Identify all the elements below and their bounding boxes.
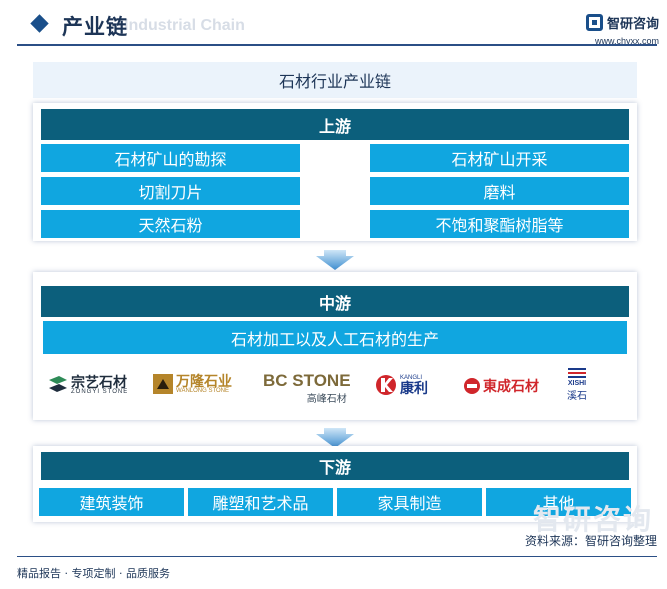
dongcheng-mark-icon [464,378,480,394]
logo-en: WANLONG STONE [176,388,230,394]
brand-logo-icon [585,14,603,31]
midstream-title: 中游 [41,286,629,317]
logo-en: XISHI [567,380,587,387]
upstream-right-item: 磨料 [370,177,629,205]
zongyi-mark-icon [49,376,67,392]
brand-url: www.chyxx.com [594,36,659,46]
header-divider [17,44,657,46]
watermark: 智研咨询 [532,503,653,536]
upstream-right-item: 石材矿山开采 [370,144,629,172]
downstream-panel: 下游 建筑装饰 雕塑和艺术品 家具制造 其他 [33,446,637,522]
downstream-item: 其他 [486,488,631,516]
footer-tagline: 精品报告 · 专项定制 · 品质服务 [17,567,170,580]
logo-cn: 高峰石材 [306,394,347,405]
source-note: 资料来源：智研咨询整理 [524,534,657,548]
logo-cn: 宗艺石材 [71,374,127,390]
upstream-left-item: 切割刀片 [41,177,300,205]
downstream-item: 建筑装饰 [39,488,184,516]
upstream-panel: 上游 石材矿山的勘探 切割刀片 天然石粉 石材矿山开采 磨料 不饱和聚酯树脂等 [33,103,637,241]
header-diamond-icon [30,14,49,33]
logo-en: ZONGYI STONE [71,389,129,395]
diagram-title: 石材行业产业链 [33,62,637,98]
brand-name: 智研咨询 [606,17,659,32]
logo-zongyi: 宗艺石材 ZONGYI STONE [47,374,128,396]
logo-cn: 溪石 [567,391,587,402]
logo-wanlong: 万隆石业 WANLONG STONE [153,374,232,394]
upstream-left-item: 天然石粉 [41,210,300,238]
logo-xishi: XISHI 溪石 [567,368,587,402]
upstream-right-item: 不饱和聚酯树脂等 [370,210,629,238]
xishi-mark-icon [568,368,586,378]
kangli-mark-icon [376,375,396,395]
midstream-panel: 中游 石材加工以及人工石材的生产 宗艺石材 ZONGYI STONE 万隆石业 … [33,272,637,420]
logo-cn: 万隆石业 [176,373,232,389]
footer-divider [17,556,657,557]
upstream-left-item: 石材矿山的勘探 [41,144,300,172]
flow-arrow-down-icon [316,428,354,448]
logo-en: BC STONE [263,371,351,390]
wanlong-mark-icon [153,374,173,394]
page-title: 产业链 [62,15,128,39]
downstream-item: 雕塑和艺术品 [188,488,333,516]
logo-en: KANGLI [400,374,423,381]
logo-kangli: KANGLI 康利 [375,374,428,396]
upstream-title: 上游 [41,109,629,140]
logo-dongcheng: 東成石材 [463,376,539,396]
brand: 智研咨询 [585,13,659,32]
header-ghost-text: Industrial Chain [124,17,245,34]
logo-cn: 東成石材 [483,378,539,394]
logo-cn: 康利 [400,379,428,396]
midstream-subtitle: 石材加工以及人工石材的生产 [43,321,627,354]
logo-bcstone: BC STONE 高峰石材 [263,371,351,406]
flow-arrow-down-icon [316,250,354,270]
downstream-item: 家具制造 [337,488,482,516]
downstream-title: 下游 [41,452,629,480]
